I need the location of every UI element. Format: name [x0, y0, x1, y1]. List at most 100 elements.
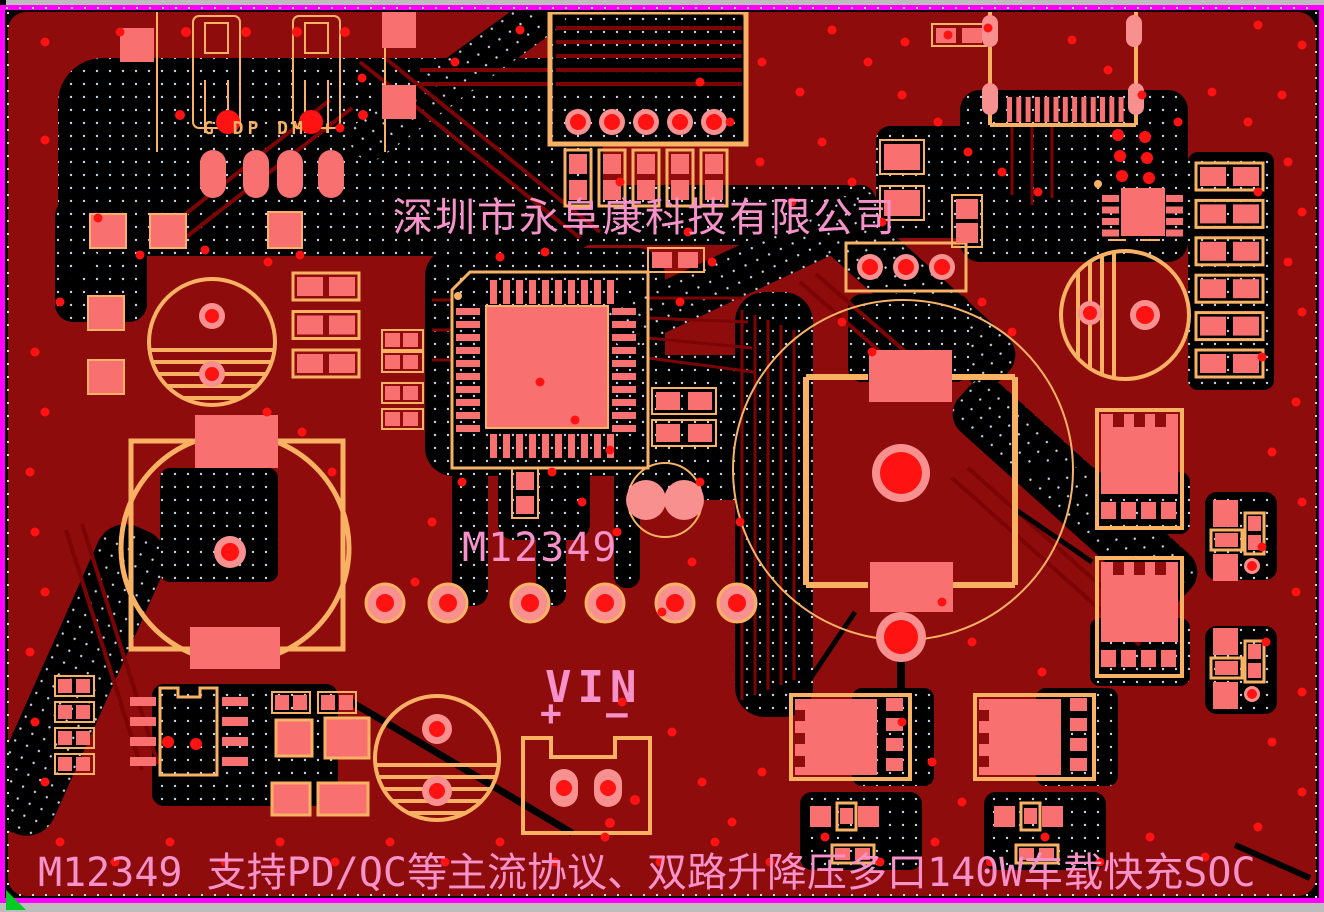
resistor-outline	[54, 675, 95, 697]
trace-clearance	[795, 610, 858, 699]
resistor-pad	[1200, 167, 1226, 186]
via	[335, 123, 345, 133]
qfn-pin	[581, 434, 588, 458]
usb-c-pin	[1090, 97, 1096, 122]
via	[358, 110, 368, 120]
via	[495, 837, 505, 847]
qfn-pin	[456, 412, 480, 419]
resistor-pad	[385, 386, 400, 400]
via	[570, 415, 580, 425]
header-hole	[638, 114, 654, 130]
resistor-outline	[317, 691, 357, 714]
smd-pad	[323, 716, 371, 760]
via	[897, 717, 907, 727]
via	[897, 90, 907, 100]
ecap-hole	[205, 367, 219, 381]
passive-outline	[563, 148, 593, 208]
resistor-pad	[339, 695, 353, 710]
via	[1283, 157, 1293, 167]
qfn-thermal-pad	[485, 305, 609, 429]
resistor-outline	[54, 701, 95, 723]
via-hole	[1247, 561, 1257, 571]
via	[30, 527, 40, 537]
th-hole	[728, 594, 746, 612]
soic-pin	[130, 737, 156, 746]
via	[930, 837, 940, 847]
resistor-outline	[381, 329, 424, 351]
resistor-outline	[291, 271, 361, 302]
qfn-pin	[555, 280, 562, 304]
soic-pin	[222, 697, 248, 706]
qfn-pin	[594, 434, 601, 458]
resistor-outline	[1194, 236, 1265, 267]
via	[1141, 152, 1153, 164]
passive-pad	[840, 808, 853, 824]
via	[295, 250, 305, 260]
passive-outline	[1243, 639, 1266, 684]
usb-a-pin-pad	[318, 150, 344, 198]
ecap-outline	[373, 694, 501, 822]
qfn-pin	[490, 280, 497, 304]
smd-pad	[884, 190, 920, 216]
th-hole	[521, 594, 539, 612]
via	[1207, 87, 1217, 97]
via	[25, 647, 35, 657]
resistor-pad	[58, 757, 72, 771]
soic-pin	[222, 737, 248, 746]
via	[985, 857, 995, 867]
via	[983, 23, 993, 33]
trace-clearance	[716, 188, 764, 254]
smd-pad	[316, 781, 370, 817]
qfn-pin	[581, 280, 588, 304]
resistor-pad	[1200, 241, 1226, 261]
resistor-pad	[1200, 354, 1226, 373]
via	[40, 37, 50, 47]
via	[827, 25, 837, 35]
via	[675, 297, 685, 307]
usb-a-shell-pad	[382, 85, 416, 119]
via	[263, 257, 273, 267]
via	[1243, 117, 1253, 127]
copper-void	[452, 438, 488, 606]
qfn-pin	[612, 308, 636, 315]
passive-outline	[1014, 843, 1060, 865]
usb-c-pin	[1044, 97, 1050, 122]
qfn-pin1-dot	[454, 292, 462, 300]
passive-outline	[1209, 528, 1244, 552]
header-hole	[604, 114, 620, 130]
mosfet-notch	[979, 733, 989, 744]
vin-hole	[600, 780, 616, 796]
via	[1297, 207, 1307, 217]
qfn-pin	[490, 434, 497, 458]
passive-outline	[631, 148, 661, 208]
qfn-pin	[529, 434, 536, 458]
resistor-outline	[291, 310, 361, 340]
via	[943, 30, 953, 40]
passive-pad	[656, 424, 680, 442]
via	[695, 77, 705, 87]
mosfet-notch	[795, 756, 805, 767]
usb-c-mount-pad	[1126, 15, 1142, 47]
passive-pad	[637, 154, 655, 174]
usb-c-pin	[1053, 97, 1059, 122]
ecap-hole	[1136, 306, 1154, 324]
mosfet-pin	[1101, 650, 1116, 667]
resistor-outline	[381, 351, 424, 373]
qfn-pin	[456, 308, 480, 315]
trace-clearance	[60, 250, 97, 294]
soic-pin	[1102, 218, 1119, 225]
qfn-pin	[568, 434, 575, 458]
mosfet-notch	[1134, 562, 1145, 575]
passive-pad	[962, 28, 982, 43]
qfn-pin	[516, 280, 523, 304]
resistor-outline	[271, 691, 311, 714]
mosfet-pin	[1141, 650, 1156, 667]
qfn-pin	[612, 321, 636, 328]
qfn-pin	[612, 334, 636, 341]
resistor-pad	[403, 355, 418, 369]
usb-c-pin	[1100, 97, 1105, 122]
via	[867, 347, 877, 357]
passive-outline	[1209, 656, 1244, 680]
via	[330, 857, 340, 867]
